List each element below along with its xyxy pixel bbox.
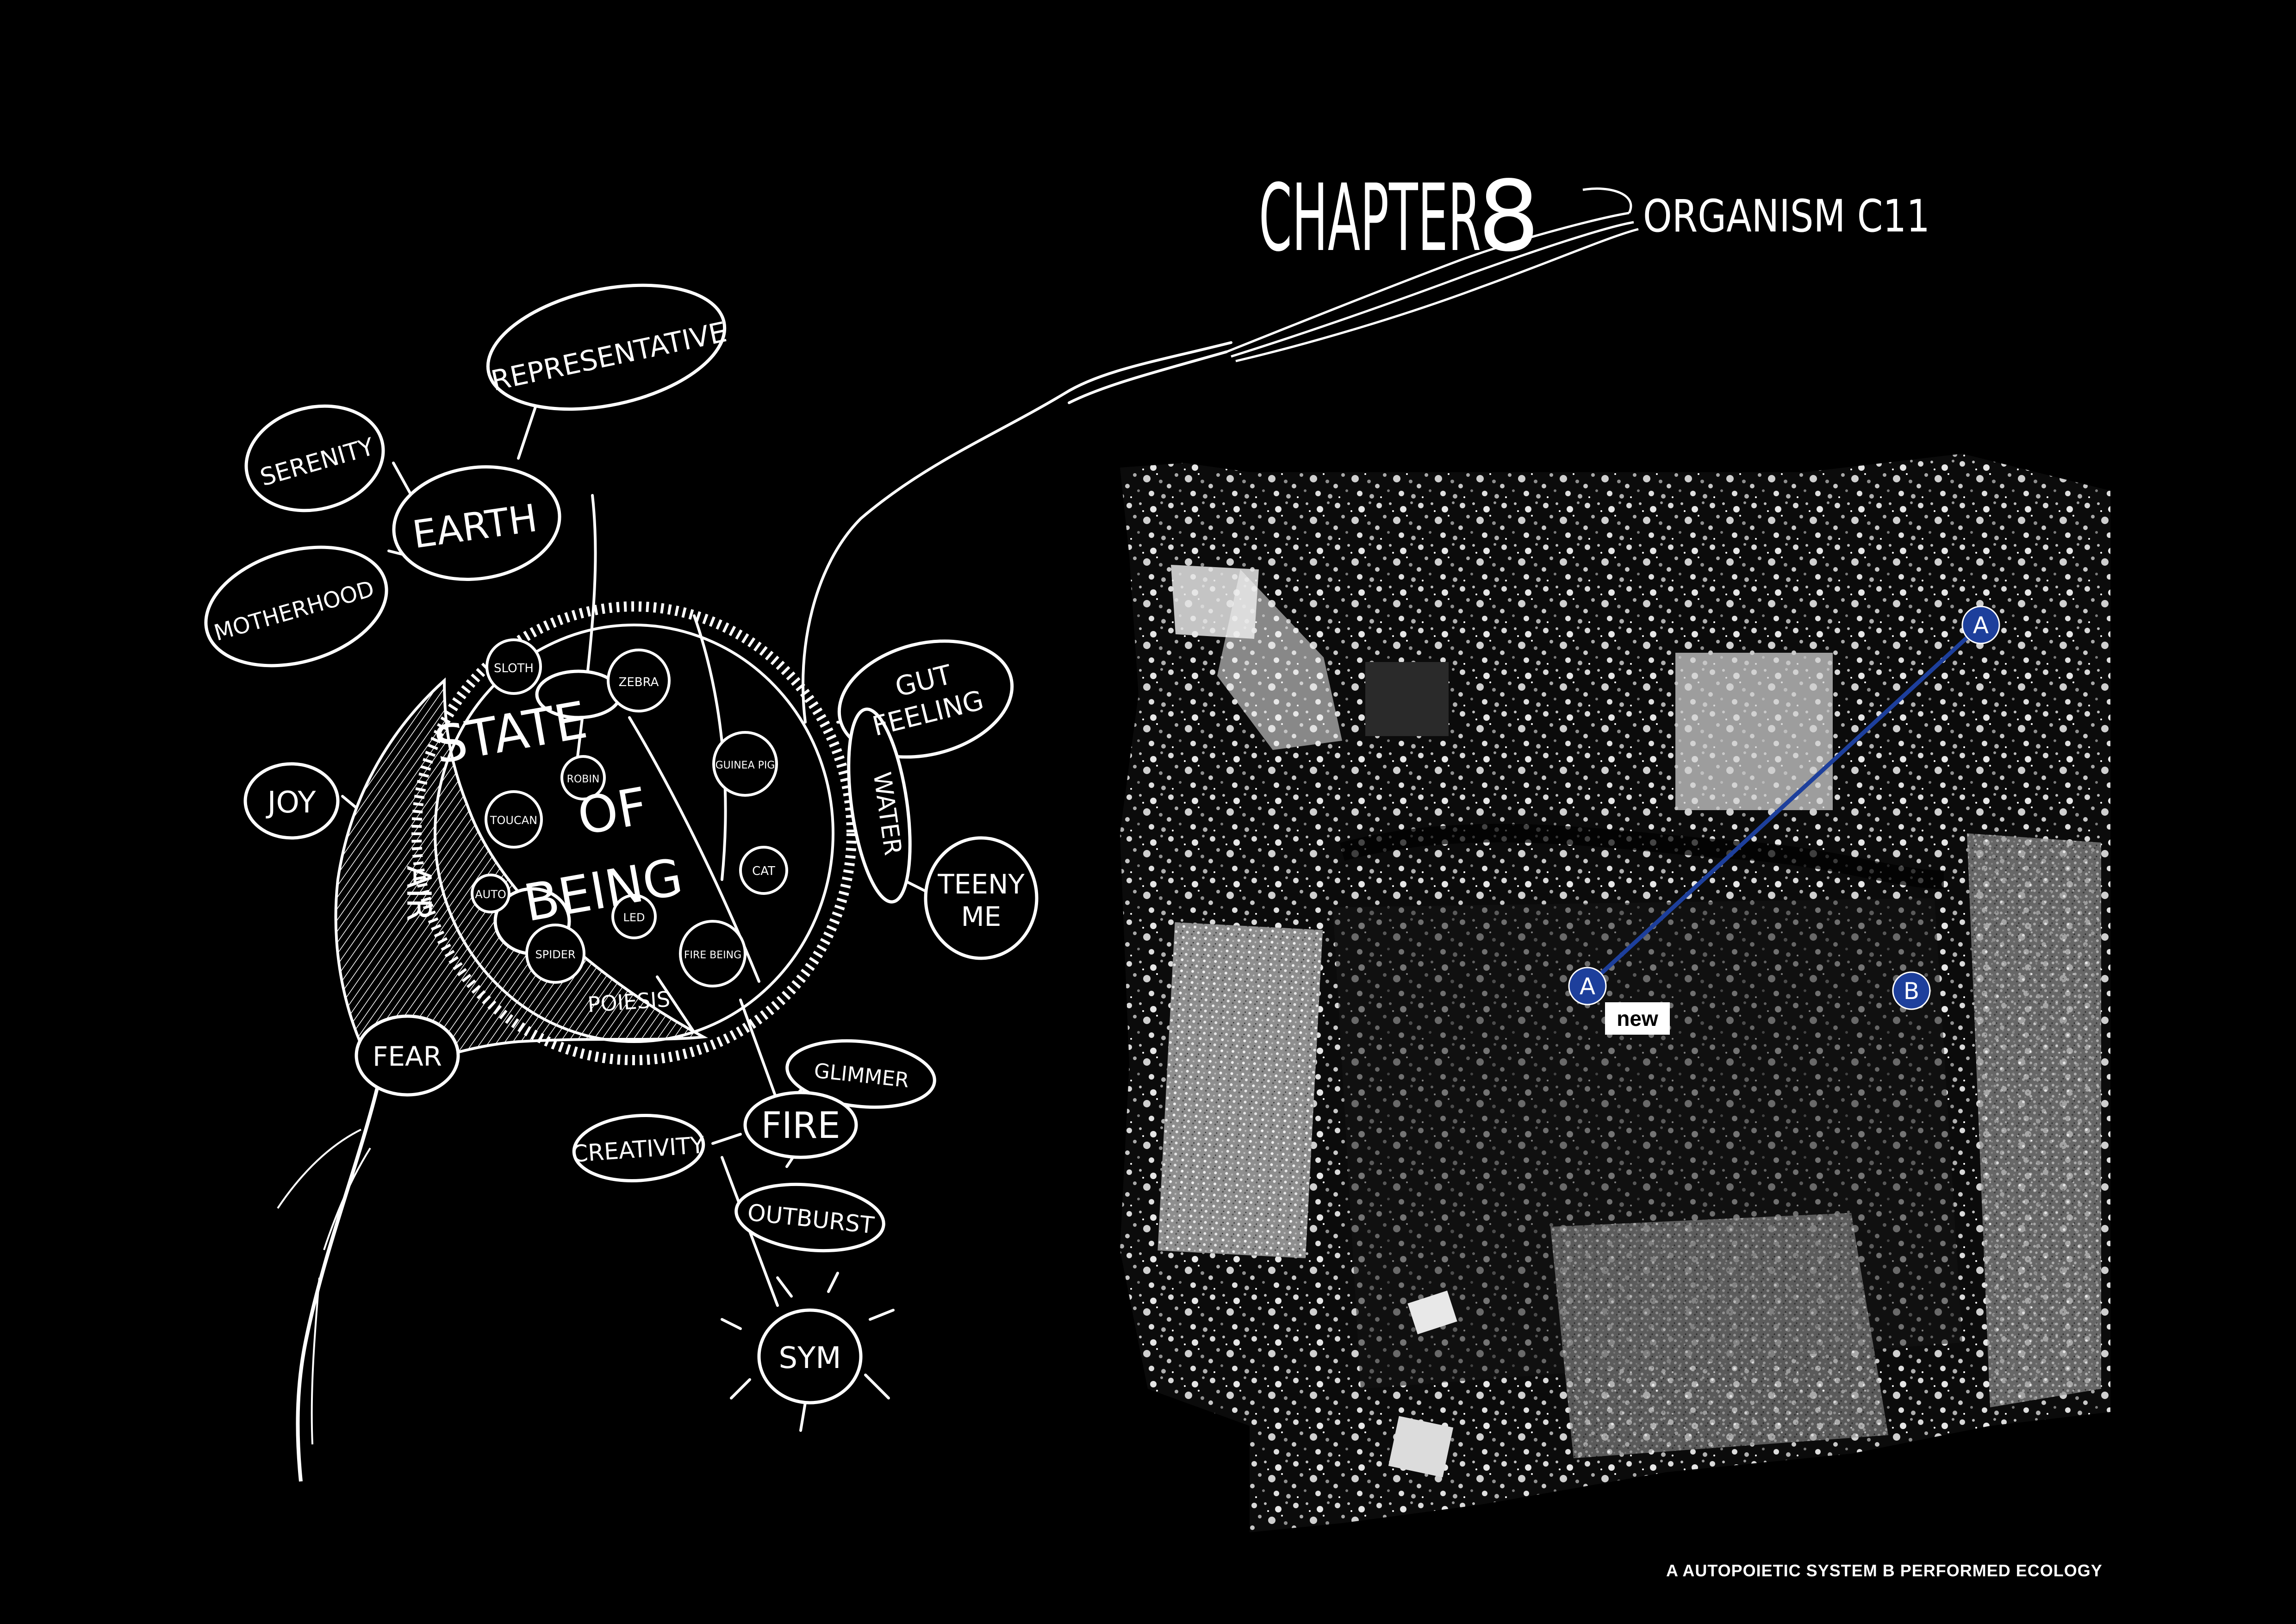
caption: A AUTOPOIETIC SYSTEM B PERFORMED ECOLOGY: [1666, 1561, 2103, 1580]
state-of-being-organism: [411, 601, 857, 1065]
organism-cat: CAT: [752, 864, 775, 878]
label-being: BEING: [519, 847, 687, 933]
map-annotations: A A B new: [1568, 606, 2000, 1035]
organism-led: LED: [623, 911, 645, 924]
marker-a-bottom: [1568, 967, 1607, 1006]
new-tag-background: [1605, 1002, 1670, 1035]
label-joy: JOY: [266, 786, 317, 820]
organism-title: ORGANISM C11: [1643, 190, 1930, 242]
organism-auto: AUTO: [475, 888, 506, 901]
chapter-number: 8: [1478, 160, 1540, 273]
title-swirl: [1226, 187, 1639, 362]
inner-organism-circles: [471, 638, 788, 987]
marker-b: [1892, 971, 1931, 1010]
organism-guinea-pig: GUINEA PIG: [716, 760, 775, 771]
organism-sloth: SLOTH: [494, 662, 534, 675]
label-teeny: TEENY: [937, 868, 1025, 900]
organism-toucan: TOUCAN: [490, 814, 537, 827]
chapter-title: CHAPTER 8 ORGANISM C11: [1226, 160, 1930, 362]
marker-a-top-label: A: [1973, 612, 1989, 639]
air-leaf-shape: [277, 677, 708, 1482]
label-fire: FIRE: [761, 1105, 840, 1147]
label-fear: FEAR: [373, 1041, 442, 1072]
bubble-outlines: [204, 283, 1039, 1405]
chapter-word: CHAPTER: [1259, 164, 1481, 272]
path-a-to-a: [1586, 623, 1983, 988]
aerial-garden-photo: [1120, 454, 2110, 1532]
label-poiesis: POIESIS: [587, 987, 671, 1017]
label-sym: SYM: [779, 1341, 841, 1375]
marker-b-label: B: [1904, 978, 1919, 1005]
marker-a-top: [1961, 606, 2000, 644]
label-me: ME: [961, 901, 1002, 932]
new-tag: new: [1617, 1006, 1658, 1031]
organism-robin: ROBIN: [567, 774, 600, 785]
label-of: OF: [573, 776, 652, 847]
organism-fire-being: FIRE BEING: [684, 949, 741, 961]
marker-a-bottom-label: A: [1580, 973, 1595, 1000]
label-air: AIR: [399, 866, 438, 922]
organism-zebra: ZEBRA: [619, 675, 659, 689]
organism-spider: SPIDER: [535, 948, 575, 961]
